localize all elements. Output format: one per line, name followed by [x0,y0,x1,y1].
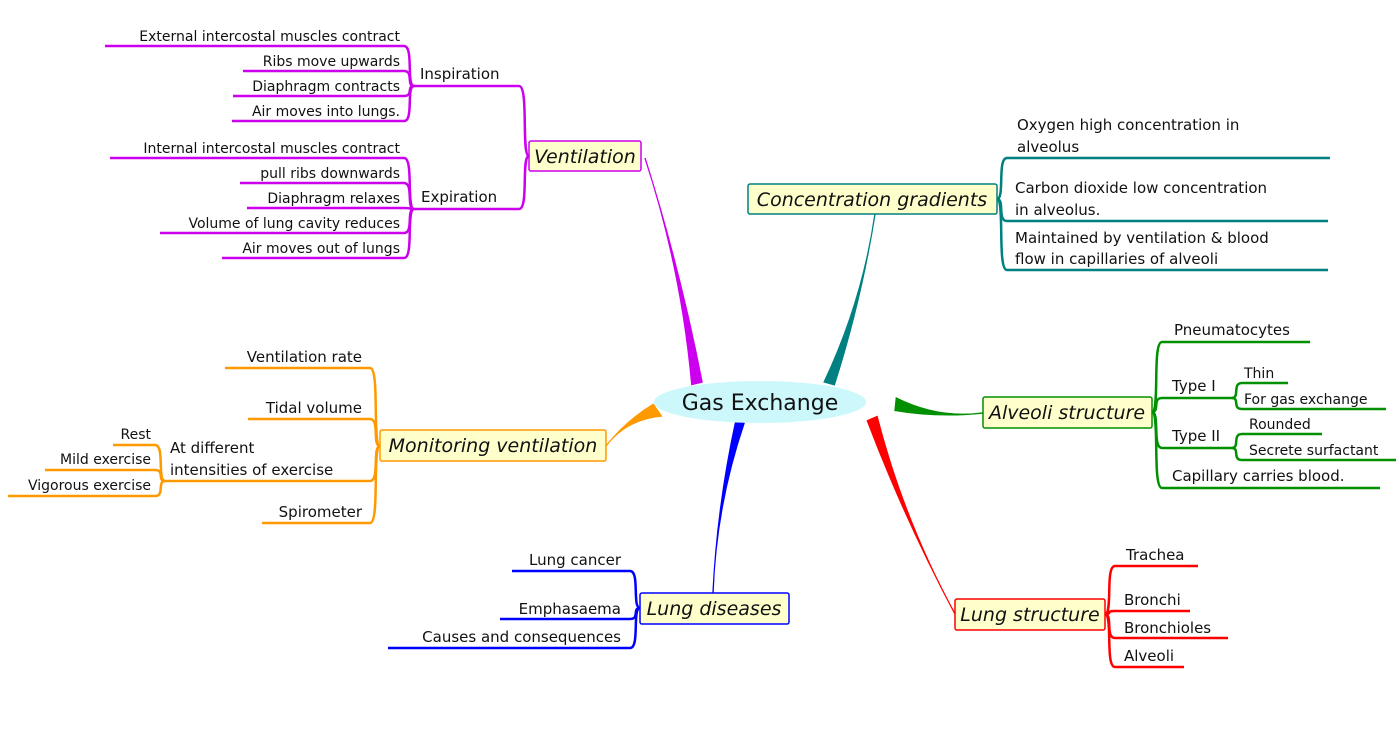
concentration-node[interactable] [747,183,998,215]
branch-connector [712,421,745,594]
expiration-item[interactable]: Volume of lung cavity reduces [188,216,400,232]
type1-item[interactable]: Thin [1243,366,1274,382]
connector-line [262,444,382,525]
type1-label[interactable]: Type I [1171,377,1216,395]
connector-line [410,154,531,211]
concentration-item[interactable]: flow in capillaries of alveoli [1015,250,1218,268]
lung-diseases-item[interactable]: Emphasaema [519,600,621,618]
concentration-item[interactable]: Carbon dioxide low concentration [1015,179,1267,197]
connector-line [388,606,641,650]
monitoring-item[interactable]: Ventilation rate [247,348,362,366]
connector-line [512,569,641,610]
expiration-label[interactable]: Expiration [421,188,497,206]
expiration-item[interactable]: Internal intercostal muscles contract [143,141,400,157]
lung-diseases-label[interactable]: Lung diseases [647,598,782,620]
connector-line [1150,340,1310,414]
lung-diseases-item[interactable]: Lung cancer [529,551,622,569]
type2-label[interactable]: Type II [1171,427,1220,445]
connector-line [232,84,415,123]
ventilation-label[interactable]: Ventilation [534,146,636,168]
expiration-item[interactable]: pull ribs downwards [260,166,400,182]
lung-structure-label[interactable]: Lung structure [960,604,1099,626]
exercise-item[interactable]: Vigorous exercise [28,478,151,494]
inspiration-item[interactable]: Air moves into lungs. [252,104,400,120]
exercise-item[interactable]: Rest [121,427,152,443]
capillary-item[interactable]: Capillary carries blood. [1172,467,1345,485]
concentration-label[interactable]: Concentration gradients [757,189,987,211]
connector-line [995,197,1328,272]
alveoli-node[interactable] [982,396,1153,429]
inspiration-item[interactable]: External intercostal muscles contract [139,29,400,45]
connector-line [222,207,416,260]
connectors [8,44,1396,669]
connector-line [1150,410,1380,490]
connector-line [1104,609,1190,616]
inspiration-item[interactable]: Ribs move upwards [263,54,400,70]
branch-connector [823,213,876,386]
concentration-item[interactable]: Oxygen high concentration in [1017,116,1239,134]
connector-line [1103,564,1198,616]
connector-line [1151,396,1232,414]
concentration-item[interactable]: Maintained by ventilation & blood [1015,229,1269,247]
connector-line [995,156,1330,201]
branch-connector [866,415,956,615]
expiration-item[interactable]: Air moves out of lungs [242,241,400,257]
connector-line [1103,612,1184,669]
alveoli-label[interactable]: Alveoli structure [987,402,1145,424]
monitoring-label[interactable]: Monitoring ventilation [389,435,598,457]
central-topic[interactable]: Gas Exchange [682,391,838,416]
pneumatocytes-item[interactable]: Pneumatocytes [1174,321,1290,339]
expiration-item[interactable]: Diaphragm relaxes [267,191,400,207]
inspiration-label[interactable]: Inspiration [420,65,500,83]
type2-item[interactable]: Rounded [1249,417,1311,433]
exercise-item[interactable]: Mild exercise [60,452,151,468]
lung-structure-node[interactable] [954,598,1106,631]
connector-line [8,479,166,498]
connector-line [1231,396,1386,411]
monitoring-item[interactable]: Tidal volume [265,399,362,417]
branch-connector [605,403,663,447]
branch-connector [894,397,984,416]
central-topic-bubble[interactable] [654,381,866,423]
connector-line [248,417,381,448]
lung-diseases-item[interactable]: Causes and consequences [422,628,621,646]
type1-item[interactable]: For gas exchange [1244,392,1367,408]
lung-diseases-node[interactable] [639,592,790,625]
lung-structure-item[interactable]: Alveoli [1124,647,1174,665]
exercise-label[interactable]: intensities of exercise [170,461,333,479]
lung-structure-item[interactable]: Trachea [1125,546,1185,564]
exercise-label[interactable]: At different [170,439,254,457]
monitoring-item[interactable]: Spirometer [279,503,363,521]
lung-structure-item[interactable]: Bronchi [1124,591,1181,609]
ventilation-node[interactable] [528,140,642,172]
monitoring-node[interactable] [379,429,607,462]
connector-line [410,84,531,158]
connector-line [247,206,415,211]
branch-connector [644,157,703,386]
concentration-item[interactable]: in alveolus. [1015,201,1100,219]
connector-line [1231,446,1396,462]
lung-structure-item[interactable]: Bronchioles [1124,619,1211,637]
inspiration-item[interactable]: Diaphragm contracts [252,79,400,95]
concentration-item[interactable]: alveolus [1017,138,1079,156]
type2-item[interactable]: Secrete surfactant [1249,443,1379,459]
